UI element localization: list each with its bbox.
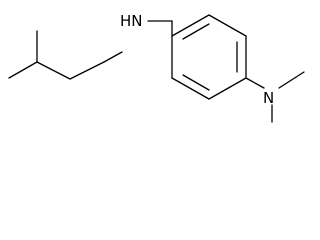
bond-branch-ch2 xyxy=(36,61,71,80)
chemical-structure-diagram: HN N xyxy=(8,12,305,123)
bond-methyl-lower xyxy=(8,61,38,79)
bond-ring-n xyxy=(245,77,265,89)
ring-double-bond-top xyxy=(182,23,210,40)
bond-n-methyl-upper xyxy=(278,71,305,89)
ring-bond-1 xyxy=(171,14,210,37)
amine-nh-label: HN xyxy=(120,12,143,30)
bond-ch2-nh xyxy=(103,51,123,63)
dimethylamino-n-label: N xyxy=(263,89,274,107)
ring-bond-4 xyxy=(208,77,247,100)
ring-double-bond-bottom xyxy=(182,74,210,91)
ring-bond-2 xyxy=(208,14,247,37)
bond-ch2-ch2 xyxy=(69,61,105,80)
ring-bond-5 xyxy=(171,77,210,100)
